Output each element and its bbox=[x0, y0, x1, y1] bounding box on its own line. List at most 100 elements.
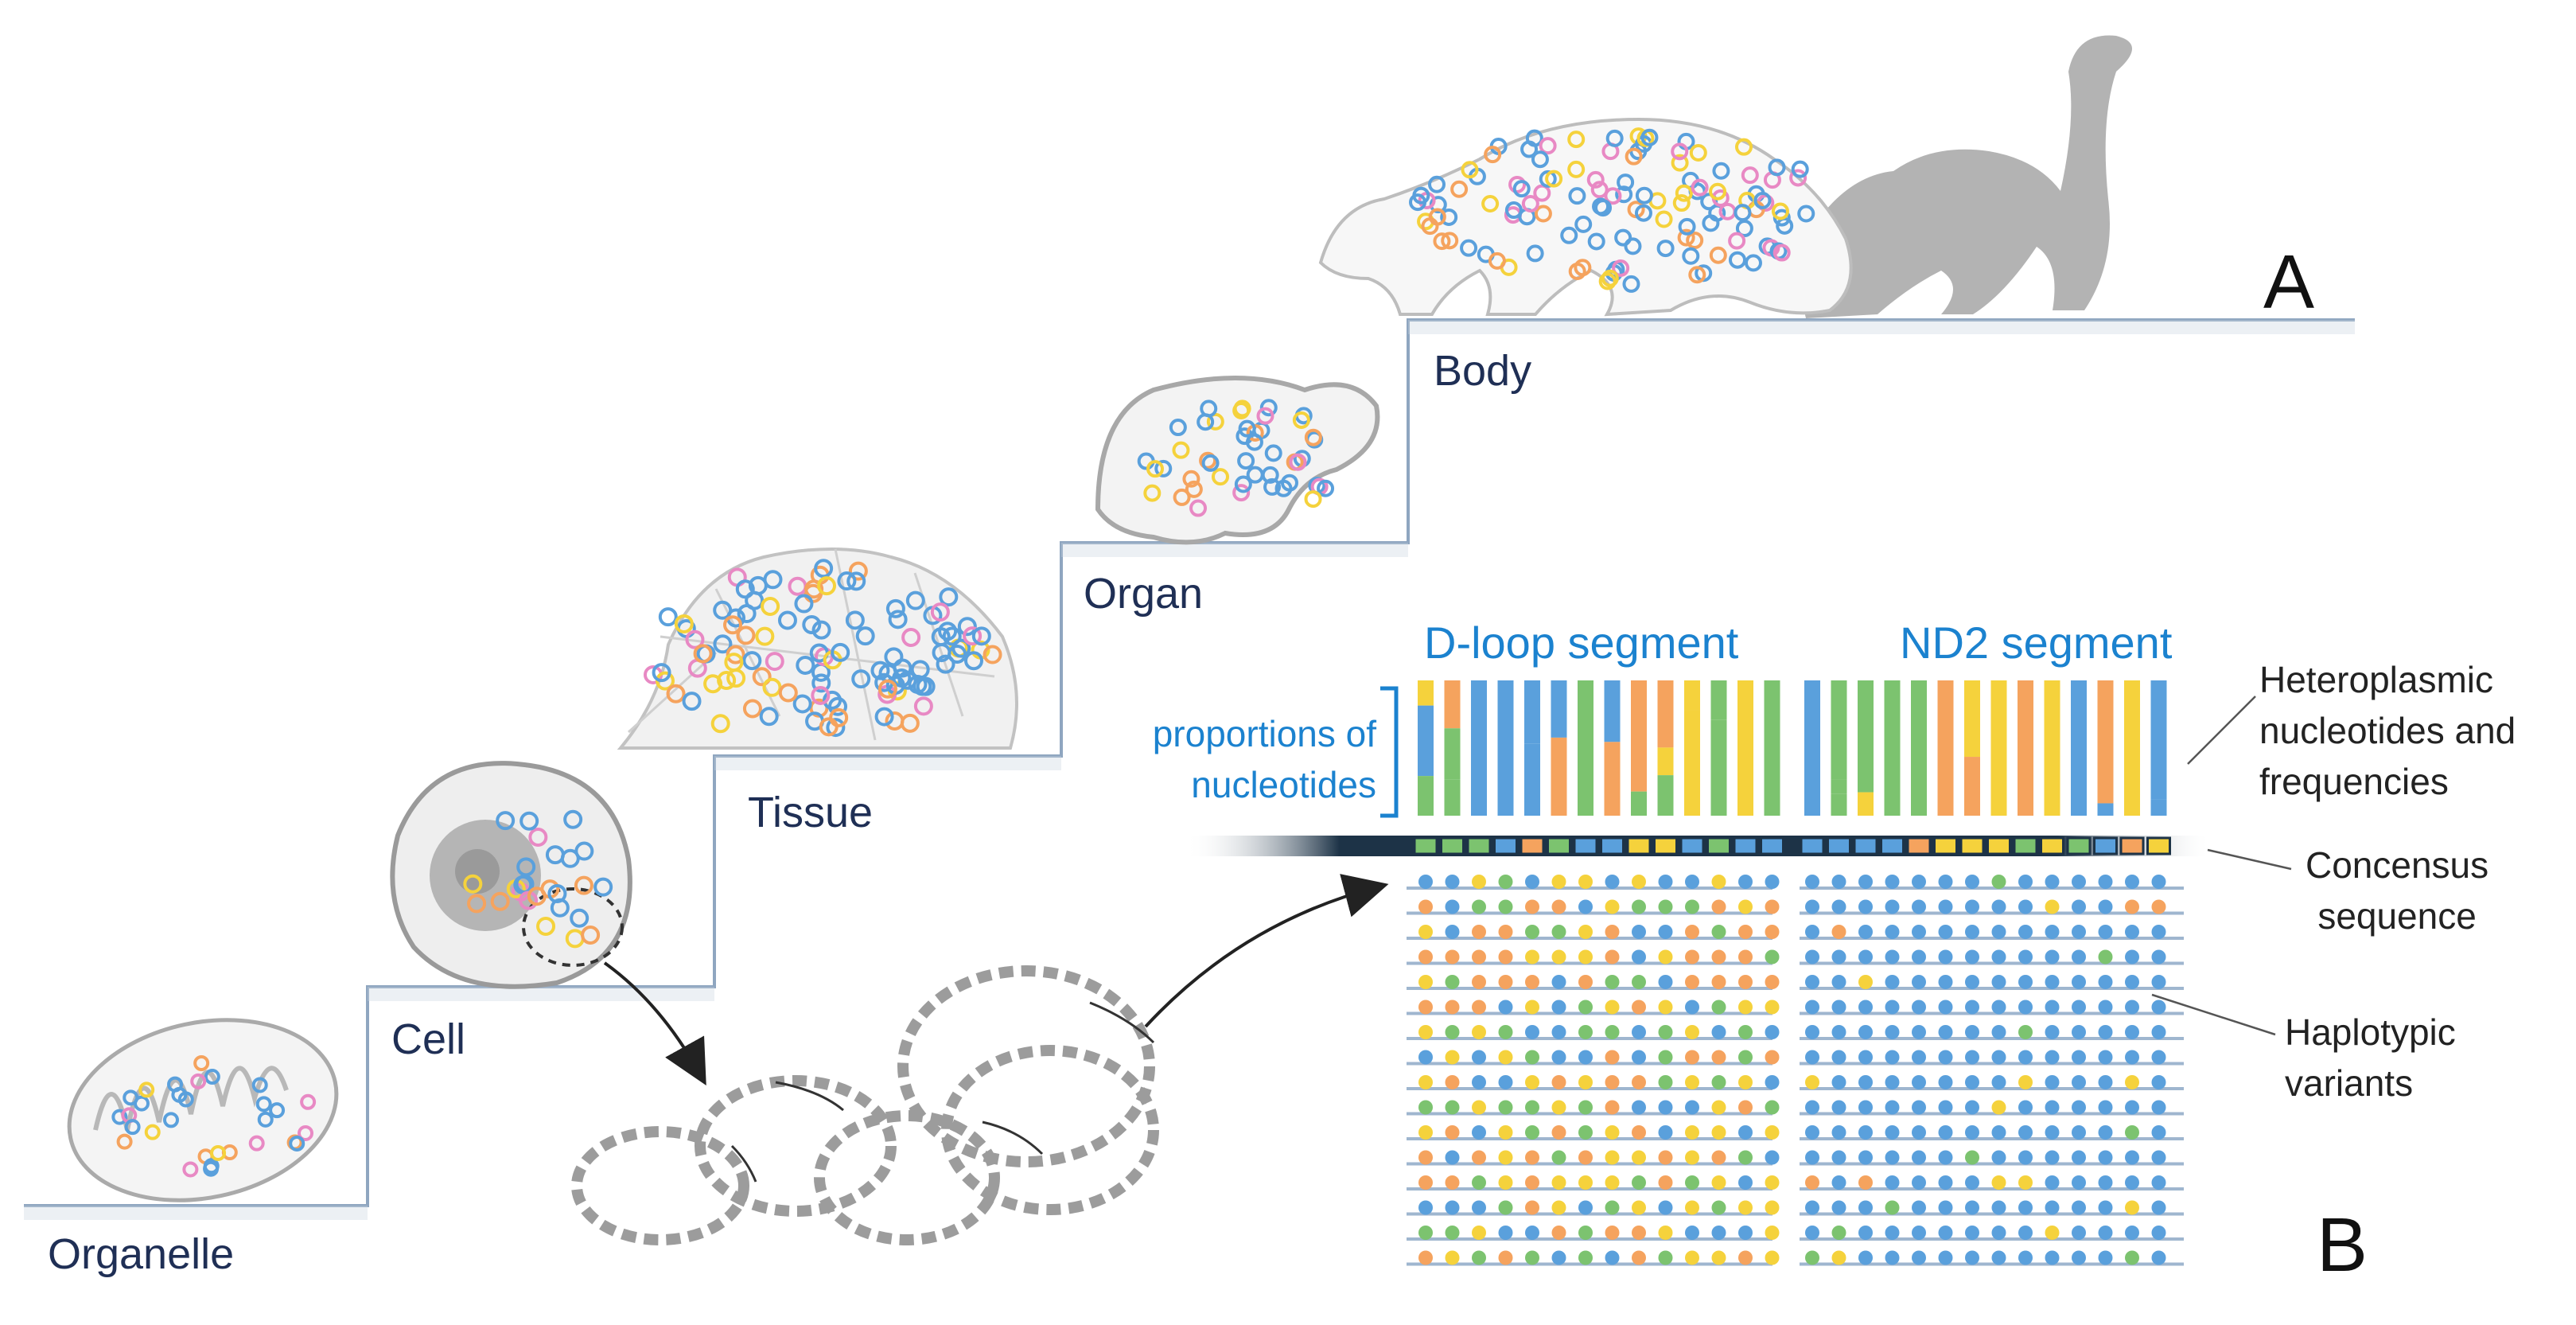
mtdna-dot bbox=[162, 1112, 179, 1128]
mitochondrion-illustration bbox=[67, 1018, 339, 1202]
haplotype-nucleotide bbox=[1805, 899, 1819, 914]
haplotype-nucleotide bbox=[2072, 925, 2086, 939]
haplotype-nucleotide bbox=[1805, 925, 1819, 939]
haplotype-nucleotide bbox=[1858, 1250, 1873, 1265]
haplotype-nucleotide bbox=[1711, 1226, 1726, 1240]
mtdna-dot bbox=[736, 625, 756, 645]
haplotype-nucleotide bbox=[1578, 1000, 1593, 1015]
mtdna-dot bbox=[1753, 191, 1772, 209]
mtdna-dot bbox=[855, 626, 875, 646]
haplotype-nucleotide bbox=[1711, 925, 1726, 939]
mtdna-dot bbox=[957, 617, 977, 637]
consensus-nucleotide bbox=[2119, 836, 2145, 855]
mtdna-dot bbox=[1682, 247, 1700, 265]
mtdna-dot bbox=[1598, 272, 1617, 290]
mtdna-dot bbox=[938, 622, 958, 641]
haplotype-nucleotide bbox=[1605, 1125, 1620, 1140]
step-label-tissue: Tissue bbox=[748, 789, 874, 836]
haplotype-nucleotide bbox=[1445, 1025, 1460, 1039]
haplotype-nucleotide bbox=[1738, 925, 1753, 939]
proportion-bar-segment bbox=[1764, 680, 1780, 816]
proportions-label-line1: proportions of bbox=[1152, 713, 1376, 754]
haplotype-nucleotide bbox=[1765, 1125, 1780, 1140]
haplotype-nucleotide bbox=[1418, 1250, 1433, 1265]
haplotype-nucleotide bbox=[1525, 1025, 1539, 1039]
haplotype-nucleotide bbox=[1938, 1175, 1953, 1190]
mtdna-rings bbox=[571, 965, 1159, 1245]
haplotype-nucleotide bbox=[2072, 899, 2086, 914]
consensus-nucleotide bbox=[1440, 836, 1465, 855]
mtdna-dot bbox=[1640, 128, 1659, 146]
proportions-bracket bbox=[1380, 686, 1399, 818]
proportion-bar-segment bbox=[1604, 742, 1621, 816]
haplotype-nucleotide bbox=[1578, 1250, 1593, 1265]
mtdna-dot bbox=[1574, 259, 1592, 277]
haplotype-nucleotide bbox=[1831, 925, 1846, 939]
haplotype-nucleotide bbox=[1418, 1000, 1433, 1015]
haplotype-nucleotide bbox=[1632, 975, 1646, 989]
mtdna-dot bbox=[1245, 433, 1263, 451]
proportion-bar-segment bbox=[1551, 737, 1567, 816]
haplotype-nucleotide bbox=[1551, 1025, 1566, 1039]
haplotype-nucleotide bbox=[2098, 1150, 2113, 1165]
mtdna-dot bbox=[1199, 451, 1217, 470]
haplotype-nucleotide bbox=[1805, 1050, 1819, 1065]
haplotype-nucleotide bbox=[2098, 1050, 2113, 1065]
haplotype-nucleotide bbox=[1605, 1175, 1620, 1190]
haplotype-nucleotide bbox=[1658, 875, 1673, 889]
haplotype-nucleotide bbox=[1551, 899, 1566, 914]
haplotype-nucleotide bbox=[1418, 1100, 1433, 1115]
haplotype-nucleotide bbox=[1991, 1100, 2006, 1115]
haplotype-nucleotide bbox=[1632, 1025, 1646, 1039]
haplotype-nucleotide bbox=[2045, 899, 2060, 914]
proportion-bar-segment bbox=[1657, 775, 1674, 816]
haplotype-nucleotide bbox=[1605, 1000, 1620, 1015]
mtdna-dot bbox=[1234, 475, 1252, 493]
haplotype-nucleotide bbox=[1418, 1150, 1433, 1165]
mtdna-dot bbox=[134, 1095, 150, 1112]
mtdna-dot bbox=[1734, 138, 1753, 156]
proportion-bar-segment bbox=[1418, 680, 1434, 706]
haplotype-nucleotide bbox=[2072, 1175, 2086, 1190]
haplotype-nucleotide bbox=[2125, 1100, 2139, 1115]
liver-illustration bbox=[1095, 376, 1380, 545]
proportion-bar-segment bbox=[2018, 680, 2033, 816]
mtdna-dot bbox=[570, 908, 590, 928]
haplotype-nucleotide bbox=[1498, 1250, 1513, 1265]
haplotype-nucleotide bbox=[1472, 949, 1486, 965]
proportion-bar-segment bbox=[1657, 747, 1674, 776]
mtdna-dot bbox=[1201, 454, 1220, 472]
heteroplasmic-label-line3: frequencies bbox=[2259, 761, 2449, 802]
haplotype-nucleotide bbox=[1472, 1200, 1486, 1215]
mtdna-dot bbox=[802, 614, 822, 634]
haplotype-nucleotide bbox=[1765, 925, 1780, 939]
mtdna-dot bbox=[574, 841, 594, 861]
mtdna-dot bbox=[1539, 137, 1557, 155]
mtdna-dot bbox=[717, 670, 737, 690]
haplotype-nucleotide bbox=[1991, 1000, 2006, 1015]
haplotype-nucleotide bbox=[2151, 1100, 2166, 1115]
mtdna-dot bbox=[1263, 477, 1282, 496]
mtdna-dot bbox=[171, 1086, 188, 1103]
mtdna-dot bbox=[912, 676, 932, 696]
haplotype-nucleotide bbox=[1525, 1226, 1539, 1240]
mtdna-dot bbox=[467, 894, 487, 914]
mtdna-dot bbox=[905, 590, 925, 610]
mtdna-dot bbox=[1185, 480, 1203, 498]
consensus-nucleotide bbox=[1827, 836, 1851, 855]
haplotype-nucleotide bbox=[1711, 975, 1726, 989]
haplotype-nucleotide bbox=[1551, 1175, 1566, 1190]
haplotype-nucleotide bbox=[1472, 1050, 1486, 1065]
mtdna-dot bbox=[1504, 201, 1523, 220]
consensus-nucleotide bbox=[1679, 836, 1705, 855]
haplotype-nucleotide bbox=[1991, 1175, 2006, 1190]
haplotype-nucleotide bbox=[1605, 899, 1620, 914]
mtdna-dot bbox=[545, 845, 565, 865]
haplotype-nucleotide bbox=[2151, 1075, 2166, 1089]
haplotype-nucleotide bbox=[2151, 1025, 2166, 1039]
haplotype-nucleotide bbox=[1858, 1175, 1873, 1190]
mtdna-dot bbox=[726, 645, 745, 664]
proportion-bar-segment bbox=[1471, 680, 1487, 762]
haplotype-nucleotide bbox=[1472, 1000, 1486, 1015]
haplotype-nucleotide bbox=[1632, 1150, 1646, 1165]
